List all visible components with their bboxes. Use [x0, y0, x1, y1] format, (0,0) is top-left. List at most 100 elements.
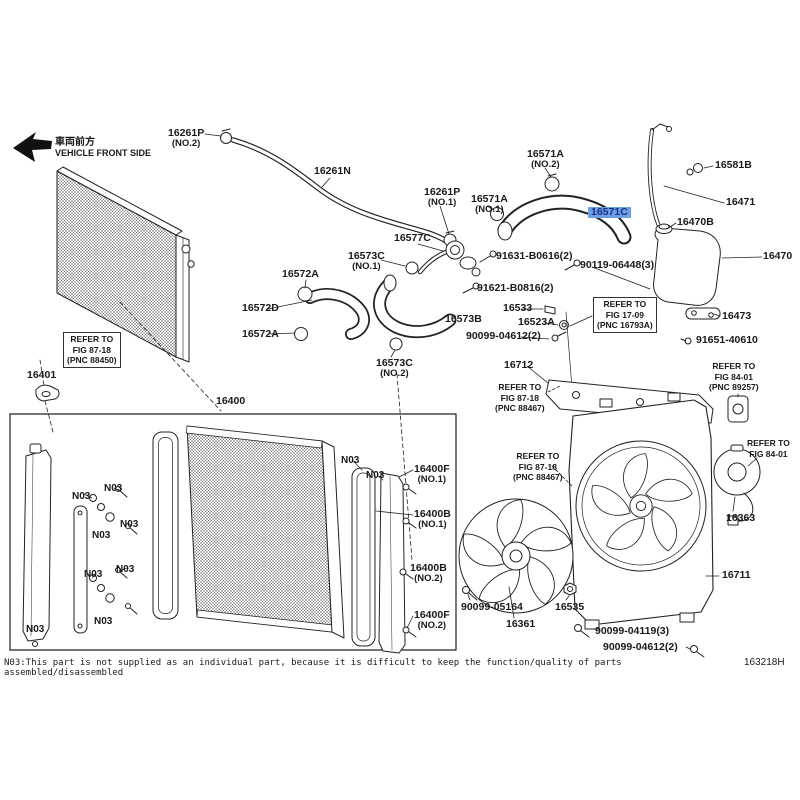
n03-marker: N03: [94, 616, 113, 627]
footnote-text: N03:This part is not supplied as an indi…: [4, 658, 622, 678]
part-number: 16573C: [376, 357, 413, 369]
part-variant: (NO.2): [380, 368, 409, 380]
part-variant: (NO.2): [414, 573, 443, 585]
part-label[interactable]: 16573C(NO.1): [348, 250, 385, 273]
n03-marker: N03: [92, 530, 111, 541]
part-label[interactable]: 16363: [726, 512, 756, 524]
part-label[interactable]: 16261P(NO.1): [424, 186, 461, 209]
part-number: 16571C: [588, 206, 631, 219]
part-number: 16400F: [414, 609, 450, 621]
part-variant: (NO.1): [475, 204, 504, 216]
part-label[interactable]: 16261P(NO.2): [168, 127, 205, 150]
part-label[interactable]: 16400: [216, 395, 246, 407]
part-label[interactable]: 91631-B0616(2): [496, 250, 573, 262]
part-label[interactable]: 16572A: [242, 328, 279, 340]
n03-marker: N03: [72, 491, 91, 502]
part-label[interactable]: 16400F(NO.2): [414, 609, 450, 632]
part-number: 16470: [763, 250, 793, 262]
part-number: 16401: [27, 369, 57, 381]
front-arrow-icon: [13, 132, 52, 162]
part-variant: (NO.1): [418, 519, 447, 531]
n03-marker: N03: [26, 624, 45, 635]
document-number: 163218H: [744, 657, 785, 668]
part-number: 16363: [726, 512, 756, 524]
part-label[interactable]: 91621-B0816(2): [477, 282, 554, 294]
part-number: 16571A: [471, 193, 508, 205]
part-number: 16581B: [715, 159, 752, 171]
part-number: 16400B: [410, 562, 447, 574]
part-label[interactable]: 16581B: [715, 159, 752, 171]
n03-marker: N03: [341, 455, 360, 466]
vehicle-front-marker: 車両前方 VEHICLE FRONT SIDE: [55, 133, 151, 158]
part-number: 16533: [503, 302, 533, 314]
part-label[interactable]: 91651-40610: [696, 334, 758, 346]
n03-marker: N03: [116, 564, 135, 575]
n03-marker: N03: [366, 470, 385, 481]
part-label[interactable]: 16400B(NO.2): [410, 562, 447, 585]
part-label[interactable]: 90119-06448(3): [580, 259, 654, 271]
part-number: 16400: [216, 395, 246, 407]
part-label[interactable]: 90099-05164: [461, 601, 523, 613]
part-label[interactable]: 90099-04119(3): [595, 625, 669, 637]
part-number: 16473: [722, 310, 752, 322]
part-variant: (NO.1): [427, 197, 457, 209]
part-label[interactable]: 16400F(NO.1): [414, 463, 450, 486]
part-number: 16261P: [168, 127, 205, 139]
part-number: 91631-B0616(2): [496, 250, 573, 262]
part-label[interactable]: 16470B: [677, 216, 714, 228]
part-number: 91621-B0816(2): [477, 282, 554, 294]
part-variant: (NO.1): [352, 261, 381, 273]
n03-marker: N03: [120, 519, 139, 530]
part-number: 91651-40610: [696, 334, 758, 346]
part-number: 16573B: [445, 313, 482, 325]
part-label[interactable]: 16470: [763, 250, 793, 262]
part-number: 90099-05164: [461, 601, 523, 613]
part-label[interactable]: 16711: [722, 569, 751, 581]
n03-marker: N03: [104, 483, 123, 494]
part-label[interactable]: 16400B(NO.1): [414, 508, 451, 531]
vehicle-front-en: VEHICLE FRONT SIDE: [55, 148, 152, 158]
part-label[interactable]: 16573B: [445, 313, 482, 325]
part-label[interactable]: 16571A(NO.1): [471, 193, 508, 216]
part-number: 16361: [506, 618, 536, 630]
part-label[interactable]: 16401: [27, 369, 57, 381]
part-label[interactable]: 16523A: [518, 316, 555, 328]
part-number: 16711: [722, 569, 751, 581]
part-label[interactable]: 16577C: [394, 232, 431, 244]
part-number: 16571A: [527, 148, 564, 160]
part-label[interactable]: 90099-04612(2): [603, 641, 678, 653]
part-label[interactable]: 16535: [555, 601, 585, 613]
part-label[interactable]: 16573C(NO.2): [376, 357, 413, 380]
part-number: 16572D: [242, 302, 279, 314]
part-number: 16261N: [314, 165, 351, 177]
part-variant: (NO.2): [417, 620, 447, 632]
part-label[interactable]: 16361: [506, 618, 536, 630]
part-number: 90099-04612(2): [466, 330, 541, 342]
part-number: 16572A: [282, 268, 319, 280]
part-number: 16535: [555, 601, 585, 613]
part-number: 16400F: [414, 463, 450, 475]
part-label-highlighted[interactable]: 16571C: [588, 206, 631, 219]
part-number: 16577C: [394, 232, 431, 244]
part-number: 16573C: [348, 250, 385, 262]
part-label[interactable]: 90099-04612(2): [466, 330, 541, 342]
part-label[interactable]: 16571A(NO.2): [527, 148, 564, 171]
part-variant: (NO.1): [417, 474, 447, 486]
part-variant: (NO.2): [171, 138, 201, 150]
part-number: 16261P: [424, 186, 461, 198]
part-label[interactable]: 16572A: [282, 268, 319, 280]
part-label[interactable]: 16533: [503, 302, 533, 314]
n03-marker: N03: [84, 569, 103, 580]
part-label[interactable]: 16261N: [314, 165, 351, 177]
part-label[interactable]: 16473: [722, 310, 752, 322]
part-label[interactable]: 16471: [726, 196, 755, 208]
part-label[interactable]: 16572D: [242, 302, 279, 314]
part-label[interactable]: 16712: [504, 359, 533, 371]
